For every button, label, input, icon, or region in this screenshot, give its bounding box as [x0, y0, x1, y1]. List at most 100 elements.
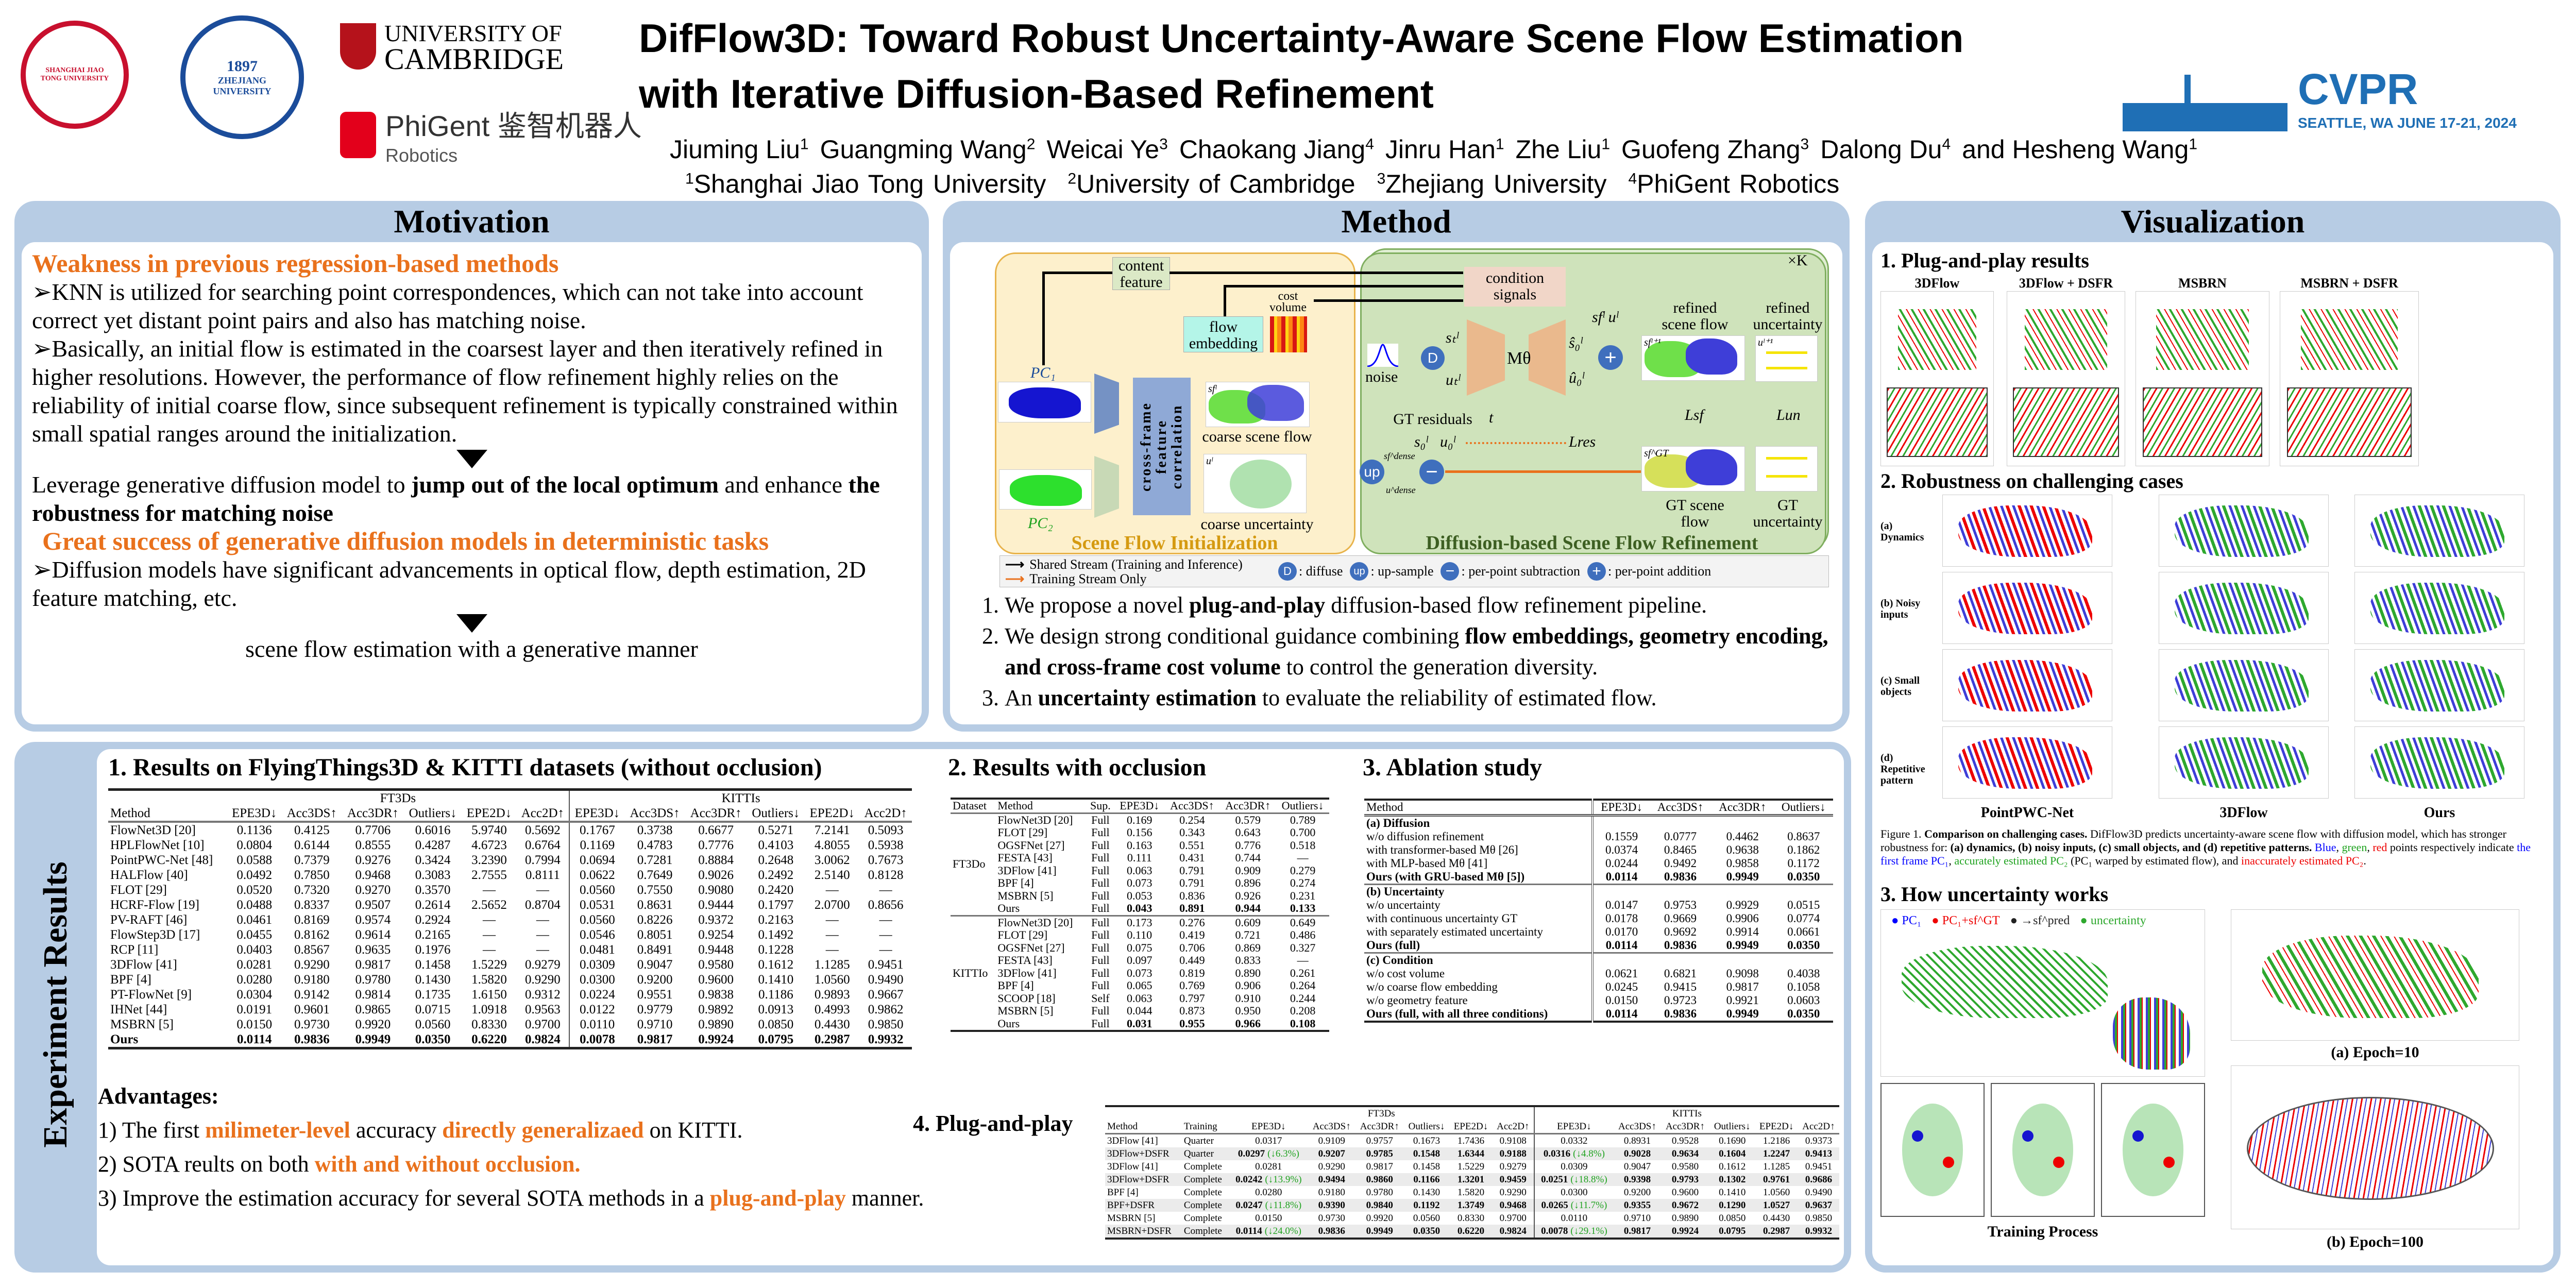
table-cell: 0.721: [1235, 928, 1261, 941]
cell-value: 1.3201: [1457, 1174, 1485, 1185]
cell-value: BPF+DSFR: [1107, 1200, 1155, 1211]
table-cell: 0.7320: [294, 883, 330, 897]
table-cell: 0.156: [1127, 826, 1153, 839]
column-header: Acc3DS↑: [1657, 801, 1704, 814]
table-cell: 0.6220: [1449, 1225, 1493, 1239]
table-cell: 0.097: [1127, 954, 1153, 967]
loss-sf-label: Lsf: [1685, 406, 1704, 423]
author-affil: 1: [800, 135, 809, 152]
model-decoder: [1529, 319, 1566, 396]
table-cell: 0.063: [1127, 863, 1153, 877]
cell-value: 0.1548: [1413, 1148, 1440, 1159]
table-cell: 3DFlow [41]: [997, 863, 1057, 877]
table-cell: 0.1172: [1787, 857, 1820, 870]
text-segment: to evaluate the reliability of estimated…: [1256, 685, 1657, 710]
epoch10-label: (a) Epoch=10: [2331, 1044, 2419, 1061]
affil-index: 1: [685, 170, 694, 187]
encoder-block: [1094, 374, 1119, 434]
refined-uncertainty-image: uˡ⁺¹: [1755, 335, 1818, 382]
table-cell: 0.2987: [814, 1032, 850, 1046]
cell-value: 0.9398: [1623, 1174, 1651, 1185]
table-cell: 0.1058: [1787, 980, 1820, 993]
table-cell: 0.776: [1235, 838, 1261, 852]
uncertainty-scene-image: ● PC₁● PC₁+sf^GT● →sf^pred● uncertainty: [1880, 909, 2205, 1077]
table-cell: 0.9924: [1661, 1225, 1709, 1239]
table-cell: 0.9290: [1308, 1160, 1355, 1173]
cell-value: 1.7436: [1457, 1136, 1485, 1146]
author-name: Chaokang Jiang: [1179, 134, 1366, 164]
table-cell: 0.1410: [1709, 1186, 1755, 1199]
pc2-label: PC₂: [1028, 515, 1053, 532]
table-cell: BPF [4]: [997, 979, 1034, 992]
table-cell: 0.0795: [1709, 1225, 1755, 1239]
text-segment: flow embeddings, geometry encoding, and …: [1005, 623, 1828, 680]
table-cell: MSBRN [5]: [1105, 1212, 1182, 1225]
table-cell: Full: [1091, 1004, 1110, 1017]
advantage-item: 3) Improve the estimation accuracy for s…: [98, 1181, 924, 1215]
plug-play-image: [2280, 291, 2419, 466]
table-cell: 0.9838: [698, 988, 734, 1002]
column-header: Method: [110, 806, 150, 820]
cell-value: Complete: [1183, 1200, 1222, 1211]
cell-value: 0.9817: [1623, 1226, 1651, 1236]
coarse-uncertainty-label: coarse uncertainty: [1200, 516, 1314, 533]
table-cell: SCOOP [18]: [997, 991, 1056, 1005]
affiliation: 3Zhejiang University: [1377, 170, 1607, 198]
author: Guofeng Zhang3: [1621, 135, 1809, 164]
table-cell: 0.789: [1290, 813, 1316, 826]
author-name: and Hesheng Wang: [1962, 134, 2189, 164]
table-cell: 0.2492: [758, 868, 794, 882]
table-cell: 0.8465: [1664, 843, 1697, 856]
text-segment: (a) dynamics, (b) noisy inputs, (c) smal…: [1950, 841, 2312, 854]
cell-value: 0.0317: [1255, 1136, 1282, 1146]
table-cell: 0.9779: [637, 1003, 673, 1016]
table-cell: 3DFlow+DSFR: [1105, 1173, 1182, 1186]
sf-l1-label: sfˡ⁺¹: [1644, 337, 1661, 348]
table-cell: 0.0244: [1591, 857, 1650, 870]
table-cell: 7.2141: [814, 823, 850, 837]
cell-value: 0.9290: [1318, 1161, 1345, 1172]
sf-gt-label: sf^GT: [1644, 448, 1669, 459]
cell-value: 0.1430: [1413, 1187, 1440, 1198]
table-cell: 0.9817: [1355, 1160, 1404, 1173]
column-header: Sup.: [1090, 799, 1111, 812]
table-cell: 0.9921: [1726, 994, 1759, 1007]
advantages-title: Advantages:: [98, 1083, 219, 1109]
table-cell: 0.2987: [1755, 1225, 1798, 1239]
table-cell: 0.9490: [868, 973, 904, 987]
table-cell: 1.7436: [1449, 1134, 1493, 1148]
table-cell: 0.9635: [355, 943, 391, 957]
table-cell: 0.836: [1179, 889, 1205, 902]
table-cell: 0.0265(↓11.7%): [1533, 1199, 1614, 1212]
column-header: Acc3DR↑: [1225, 799, 1271, 812]
cell-value: 0.0242: [1235, 1174, 1263, 1185]
table-cell: 0.9047: [637, 958, 673, 972]
cell-value: 0.9793: [1671, 1174, 1699, 1185]
cell-value: 0.0316: [1543, 1148, 1571, 1159]
table-cell: 0.2165: [415, 928, 451, 942]
table-cell: 0.9580: [698, 958, 734, 972]
table-cell: 0.0114: [1591, 939, 1650, 953]
table-cell: 0.744: [1235, 851, 1261, 864]
table-cell: 0.9638: [1726, 843, 1759, 856]
table-cell: 0.0150: [236, 1018, 273, 1031]
table-cell: 0.9780: [1355, 1186, 1404, 1199]
table-cell: 0.173: [1127, 916, 1153, 929]
table-cell: 1.6150: [471, 988, 507, 1002]
condition-arrow: [1170, 272, 1463, 274]
robustness-image: [1942, 726, 2112, 799]
table-cell: 0.9398: [1614, 1173, 1661, 1186]
refined-unc-label: refined uncertainty: [1753, 299, 1823, 333]
table-cell: 0.9840: [1355, 1199, 1404, 1212]
sf-u-label: sfˡ uˡ: [1592, 309, 1618, 326]
text-segment: uncertainty estimation: [1038, 685, 1257, 710]
plug-play-label: MSBRN + DSFR: [2300, 276, 2398, 291]
cell-value: 0.9686: [1805, 1174, 1833, 1185]
plug-play-image: [2007, 291, 2125, 466]
legend-subtraction: : per-point subtraction: [1461, 564, 1581, 579]
